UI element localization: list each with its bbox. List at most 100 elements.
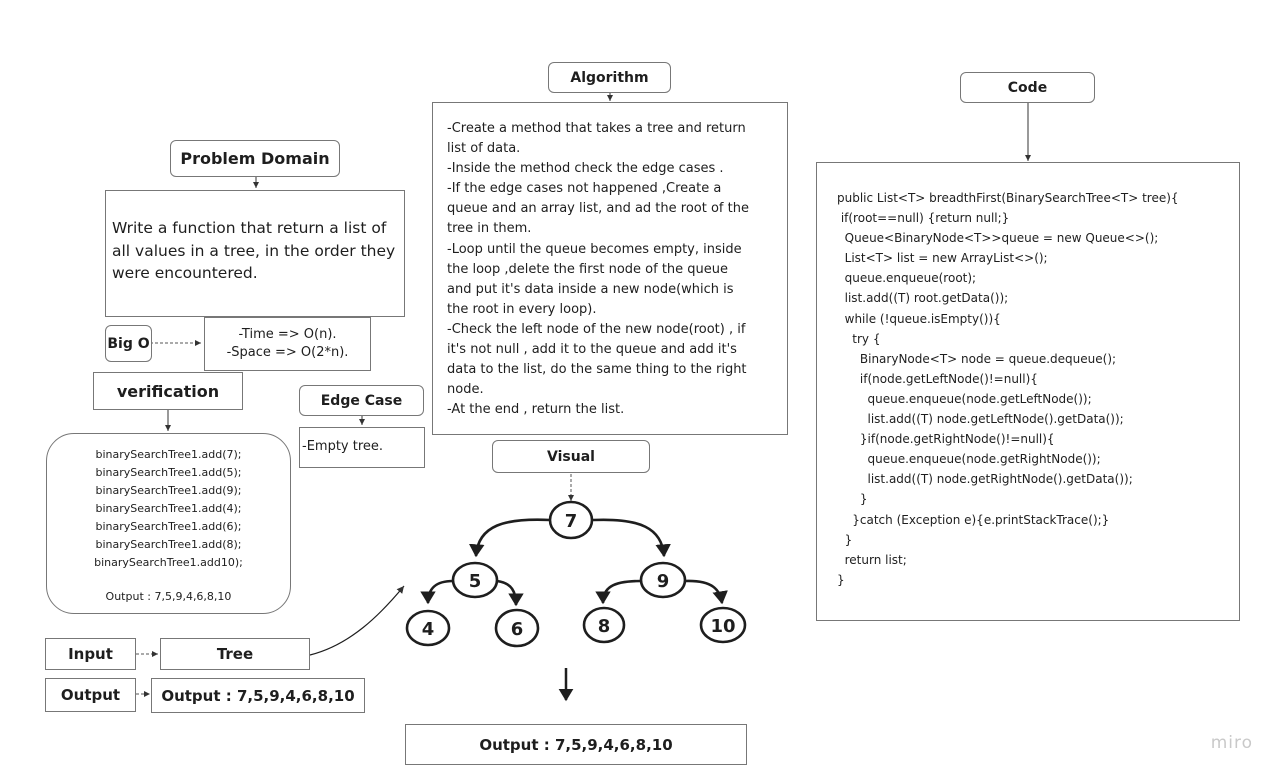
edge-7-5 [468,518,551,558]
verification-line: binarySearchTree1.add(6); [95,520,242,533]
algorithm-line: tree in them. [447,221,532,237]
tree-node-5-label: 5 [469,571,482,592]
algorithm-line: the root in every loop). [447,301,597,317]
edge-9-10 [684,579,728,605]
algorithm-box[interactable]: -Create a method that takes a tree and r… [432,102,788,435]
tree-node-6-label: 6 [511,619,524,640]
tree-node-6[interactable]: 6 [494,608,540,648]
big-o-header[interactable]: Big O [105,325,152,362]
code-line: return list; [837,552,907,567]
code-line: queue.enqueue(node.getRightNode()); [837,452,1101,467]
code-line: list.add((T) root.getData()); [837,291,1009,306]
algorithm-line: node. [447,382,484,398]
algorithm-line: -At the end , return the list. [447,402,625,418]
verification-line: binarySearchTree1.add(8); [95,538,242,551]
problem-domain-box[interactable]: Write a function that return a list of a… [105,190,405,317]
tree-node-7-circle [548,500,594,540]
big-o-box[interactable]: -Time => O(n). -Space => O(2*n). [204,317,371,371]
algorithm-line: -Loop until the queue becomes empty, ins… [447,241,742,257]
visual-header[interactable]: Visual [492,440,650,473]
code-line: if(root==null) {return null;} [837,211,1010,226]
edge-5-4 [420,579,454,605]
tree-to-visual-arrow [309,585,405,656]
code-line: queue.enqueue(node.getLeftNode()); [837,391,1092,406]
problem-domain-label: Problem Domain [180,149,330,168]
verification-line: binarySearchTree1.add(4); [95,502,242,515]
input-header[interactable]: Input [45,638,136,670]
code-header-label: Code [1007,79,1048,96]
code-line: }catch (Exception e){e.printStackTrace()… [837,512,1110,527]
algorithm-line: the loop ,delete the first node of the q… [447,261,729,277]
tree-node-10-label: 10 [710,616,735,637]
tree-node-10[interactable]: 10 [699,606,747,644]
algorithm-line: list of data. [447,141,521,157]
code-header[interactable]: Code [960,72,1095,103]
final-output-value: Output : 7,5,9,4,6,8,10 [479,735,673,754]
input-label: Input [68,645,113,663]
tree-node-4[interactable]: 4 [405,609,451,647]
algorithm-line: and put it's data inside a new node(whic… [447,281,734,297]
code-box[interactable]: public List<T> breadthFirst(BinarySearch… [816,162,1240,621]
output-label: Output [60,686,121,704]
edge-case-label: Edge Case [320,392,403,409]
tree-node-9-label: 9 [657,571,670,592]
visual-label: Visual [547,448,595,465]
problem-domain-text: Write a function that return a list of a… [112,219,396,283]
verification-line: binarySearchTree1.add(7); [95,448,242,461]
edge-case-text: -Empty tree. [302,439,384,454]
input-value-box[interactable]: Tree [160,638,310,670]
tree-node-10-circle [699,606,747,644]
tree-node-5-circle [451,561,499,599]
edge-case-box[interactable]: -Empty tree. [299,427,425,468]
code-line: try { [837,331,881,346]
algorithm-line: -Create a method that takes a tree and r… [447,121,746,136]
tree-node-8-circle [582,606,626,644]
verification-header[interactable]: verification [93,372,243,410]
code-line: BinaryNode<T> node = queue.dequeue(); [837,351,1117,366]
verification-text: binarySearchTree1.add(7); binarySearchTre… [47,446,290,572]
code-line: Queue<BinaryNode<T>>queue = new Queue<>(… [837,231,1159,246]
algorithm-line: data to the list, do the same thing to t… [447,362,747,378]
algorithm-header[interactable]: Algorithm [548,62,671,93]
big-o-line: -Time => O(n). [238,327,337,342]
big-o-text: -Time => O(n). -Space => O(2*n). [205,326,370,362]
output-value-box[interactable]: Output : 7,5,9,4,6,8,10 [151,678,365,713]
verification-output: Output : 7,5,9,4,6,8,10 [105,590,232,603]
input-value: Tree [216,645,254,663]
algorithm-text: -Create a method that takes a tree and r… [447,119,773,420]
big-o-line: -Space => O(2*n). [226,345,349,360]
code-line: } [837,532,853,547]
tree-node-7[interactable]: 7 [548,500,594,540]
tree-node-8[interactable]: 8 [582,606,626,644]
verification-box[interactable]: binarySearchTree1.add(7); binarySearchTre… [46,433,291,614]
code-line: list.add((T) node.getLeftNode().getData(… [837,412,1124,427]
algorithm-line: -Inside the method check the edge cases … [447,161,724,177]
tree-node-9[interactable]: 9 [639,561,687,599]
algorithm-line: -Check the left node of the new node(roo… [447,321,746,337]
edge-5-6 [496,579,524,607]
verification-line: binarySearchTree1.add10); [94,556,243,569]
verification-line: binarySearchTree1.add(5); [95,466,242,479]
final-output-box[interactable]: Output : 7,5,9,4,6,8,10 [405,724,747,765]
edge-case-header[interactable]: Edge Case [299,385,424,416]
miro-watermark: miro [1210,733,1253,753]
edge-9-8 [595,579,642,605]
code-line: List<T> list = new ArrayList<>(); [837,251,1048,266]
algorithm-header-label: Algorithm [570,69,649,86]
code-line: } [837,572,845,587]
tree-node-4-label: 4 [422,619,435,640]
code-line: list.add((T) node.getRightNode().getData… [837,472,1133,487]
tree-node-5[interactable]: 5 [451,561,499,599]
code-text: public List<T> breadthFirst(BinarySearch… [837,188,1219,590]
tree-node-9-circle [639,561,687,599]
tree-nodes: 7 5 9 4 6 8 10 [405,500,747,648]
code-line: } [837,492,868,507]
edge-7-9 [592,518,671,558]
algorithm-line: -If the edge cases not happened ,Create … [447,181,722,197]
verification-label: verification [116,381,220,401]
problem-domain-header[interactable]: Problem Domain [170,140,340,177]
tree-node-7-label: 7 [565,511,578,532]
output-header[interactable]: Output [45,678,136,712]
code-line: while (!queue.isEmpty()){ [837,311,1001,326]
